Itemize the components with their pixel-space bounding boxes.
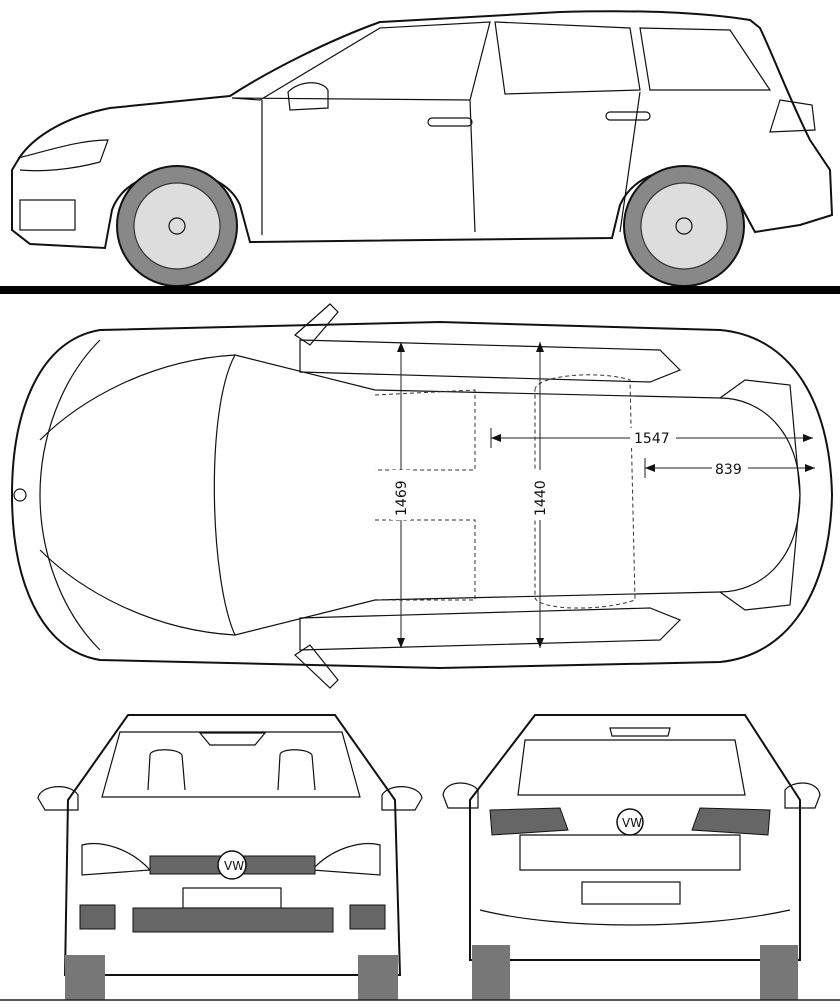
dim-1469: 1469 <box>394 480 410 516</box>
vw-badge-top <box>13 488 27 502</box>
mirror-right-rear <box>784 782 821 809</box>
side-view <box>0 10 840 294</box>
mirror-left <box>294 303 339 346</box>
dim-1440: 1440 <box>533 480 549 516</box>
mirror-right-front <box>381 786 423 811</box>
vw-badge-front <box>217 850 247 880</box>
rear-view: VW <box>442 714 821 1000</box>
dim-1547: 1547 <box>634 431 670 447</box>
svg-text:VW: VW <box>224 859 244 873</box>
dim-839: 839 <box>715 462 742 478</box>
ground-line <box>0 286 840 294</box>
top-view: 1469 1440 1547 839 <box>10 303 834 689</box>
svg-text:VW: VW <box>622 816 642 830</box>
mirror-left-front <box>37 786 79 811</box>
front-view: VW <box>37 714 423 1000</box>
mirror-left-rear <box>442 782 479 809</box>
mirror-right <box>294 644 339 689</box>
